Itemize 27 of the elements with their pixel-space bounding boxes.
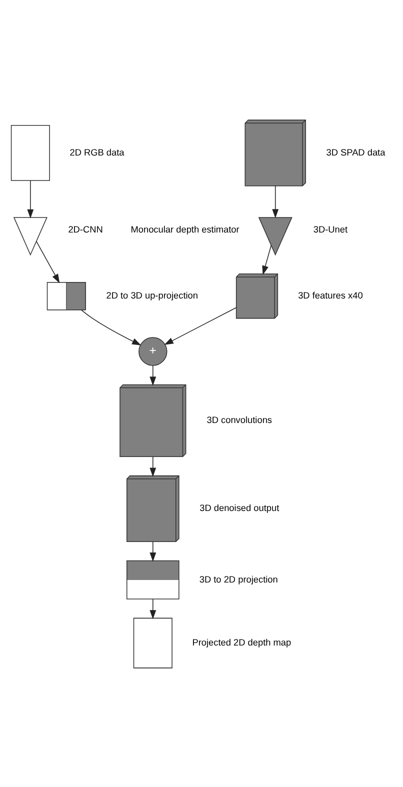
arrow [150,598,156,619]
node-label: 3D denoised output [200,502,280,513]
node-label: Projected 2D depth map [192,636,292,647]
node-label: 2D to 3D up-projection [106,290,198,300]
node-box [126,560,180,599]
arrow [164,306,237,344]
node-hourglass [258,216,292,256]
node-hourglass [13,216,48,256]
arrow [272,185,279,218]
node-circle: + [138,336,168,366]
arrow [81,309,142,345]
arrow [262,244,272,274]
arrow [36,240,60,283]
node-label: 3D SPAD data [326,146,386,157]
arrow [27,180,34,218]
node-label: 3D-Unet [313,224,348,234]
arrow [150,364,156,386]
arrow [150,456,156,476]
node-box [133,617,172,668]
node-label: 3D convolutions [206,414,272,425]
node-label: 2D-CNN [68,224,103,234]
node-label: 3D features x40 [298,290,363,300]
arrow [150,540,156,562]
node-label: 3D to 2D projection [199,574,278,584]
node-box [10,124,50,180]
node-label: Monocular depth estimator [130,224,240,234]
node-label: 2D RGB data [70,146,124,157]
